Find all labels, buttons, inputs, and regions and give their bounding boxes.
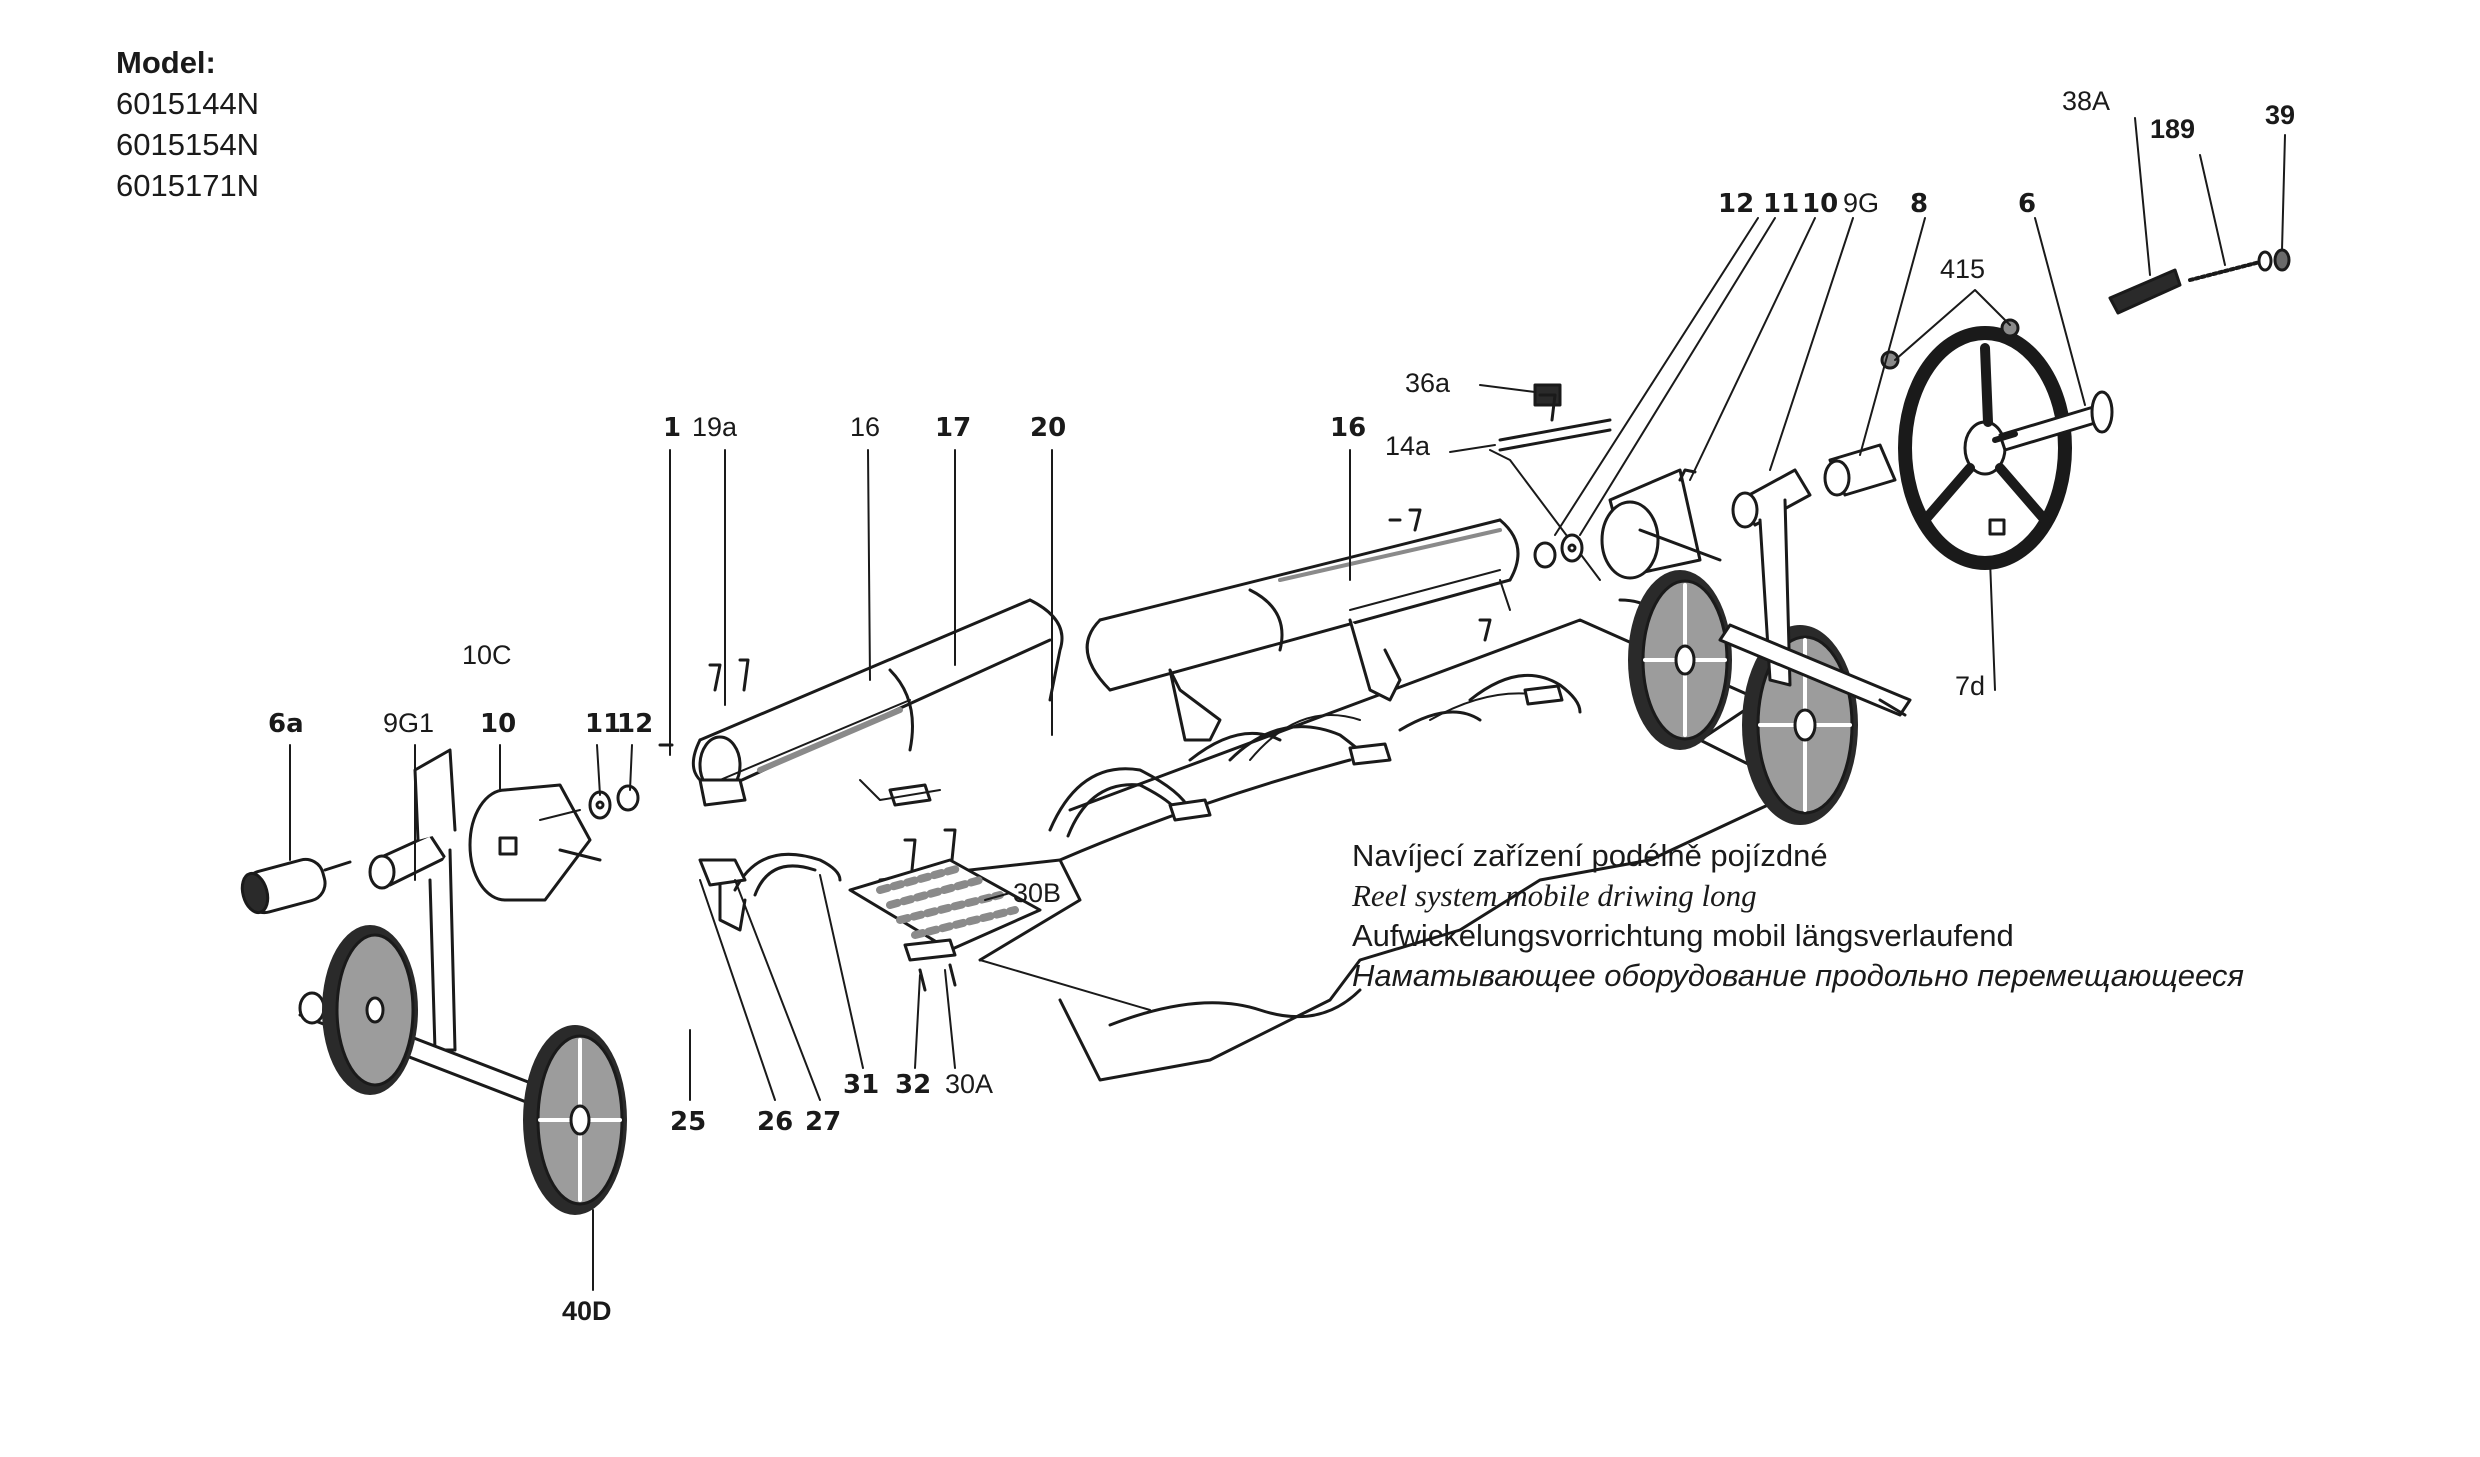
right-washer-11 bbox=[1560, 533, 1584, 563]
label-415: 415 bbox=[1940, 254, 1985, 284]
label-40D: 40D bbox=[562, 1296, 612, 1326]
label-11-left: 11 bbox=[585, 709, 621, 739]
tube-left bbox=[691, 598, 1064, 801]
caption-german: Aufwickelungsvorrichtung mobil längsverl… bbox=[1352, 918, 2014, 953]
model-number-3: 6015171N bbox=[116, 168, 260, 203]
caption-russian: Наматывающее оборудование продольно пере… bbox=[1352, 958, 2244, 993]
label-10C: 10C bbox=[462, 640, 512, 670]
label-7d: 7d bbox=[1955, 671, 1985, 701]
left-nut-12 bbox=[616, 784, 640, 812]
tube-screws bbox=[658, 508, 1492, 747]
label-11-right: 11 bbox=[1763, 189, 1799, 219]
label-39: 39 bbox=[2265, 100, 2295, 130]
label-189: 189 bbox=[2150, 114, 2195, 144]
left-end-plate-10 bbox=[468, 783, 602, 902]
bushing-8 bbox=[1823, 443, 1897, 497]
label-16-right: 16 bbox=[1330, 413, 1366, 443]
label-38A: 38A bbox=[2062, 86, 2110, 116]
tube-right bbox=[1085, 518, 1520, 742]
wheel-left-back bbox=[322, 925, 418, 1095]
label-17: 17 bbox=[935, 413, 971, 443]
multilingual-caption: Navíjecí zařízení podélně pojízdné Reel … bbox=[1352, 836, 2244, 996]
label-12-right: 12 bbox=[1718, 189, 1754, 219]
knob-36a bbox=[1533, 383, 1562, 422]
axle-shaft-6 bbox=[1992, 390, 2114, 452]
label-27: 27 bbox=[805, 1107, 841, 1137]
handle-grip-38A bbox=[2108, 268, 2182, 315]
cap-39 bbox=[2273, 248, 2291, 272]
caption-czech: Navíjecí zařízení podélně pojízdné bbox=[1352, 838, 1828, 873]
label-19a: 19a bbox=[692, 412, 738, 442]
caption-english: Reel system mobile driwing long bbox=[1352, 878, 1757, 913]
label-12-left: 12 bbox=[617, 709, 653, 739]
label-8: 8 bbox=[1910, 189, 1928, 219]
bolt-189 bbox=[2188, 250, 2273, 282]
label-6: 6 bbox=[2018, 189, 2036, 219]
part-labels: 38A 189 39 12 11 10 9G 8 6 415 36a 14a 1… bbox=[268, 86, 2295, 1326]
left-end-cap-6a bbox=[240, 857, 352, 915]
label-10-right: 10 bbox=[1802, 189, 1838, 219]
right-end-plate-10 bbox=[1600, 468, 1722, 580]
handwheel-7d bbox=[1898, 326, 2072, 570]
model-number-2: 6015154N bbox=[116, 127, 260, 162]
label-9G1: 9G1 bbox=[383, 708, 434, 738]
label-31: 31 bbox=[843, 1070, 879, 1100]
label-9G: 9G bbox=[1843, 188, 1879, 218]
label-1: 1 bbox=[663, 413, 681, 443]
label-30B: 30B bbox=[1013, 878, 1061, 908]
leader-lines bbox=[289, 117, 2286, 1291]
label-30A: 30A bbox=[945, 1069, 993, 1099]
label-32: 32 bbox=[895, 1070, 931, 1100]
label-20: 20 bbox=[1030, 413, 1066, 443]
right-nut-12 bbox=[1533, 541, 1557, 569]
wheel-right-back bbox=[1628, 570, 1732, 750]
label-10-left: 10 bbox=[480, 709, 516, 739]
model-number-1: 6015144N bbox=[116, 86, 260, 121]
label-14a: 14a bbox=[1385, 431, 1431, 461]
right-stand-9G bbox=[1718, 468, 1912, 717]
label-25: 25 bbox=[670, 1107, 706, 1137]
model-heading: Model: bbox=[116, 45, 216, 80]
mounting-plate bbox=[848, 828, 1042, 992]
label-26: 26 bbox=[757, 1107, 793, 1137]
screws-415 bbox=[1880, 318, 2020, 370]
strap-clips bbox=[888, 684, 1564, 822]
label-16-left: 16 bbox=[850, 412, 880, 442]
strap-buckle bbox=[698, 778, 747, 932]
wheel-left-front bbox=[523, 1025, 627, 1215]
label-6a: 6a bbox=[268, 709, 304, 739]
label-36a: 36a bbox=[1405, 368, 1451, 398]
model-list: Model: 6015144N 6015154N 6015171N bbox=[116, 42, 259, 206]
